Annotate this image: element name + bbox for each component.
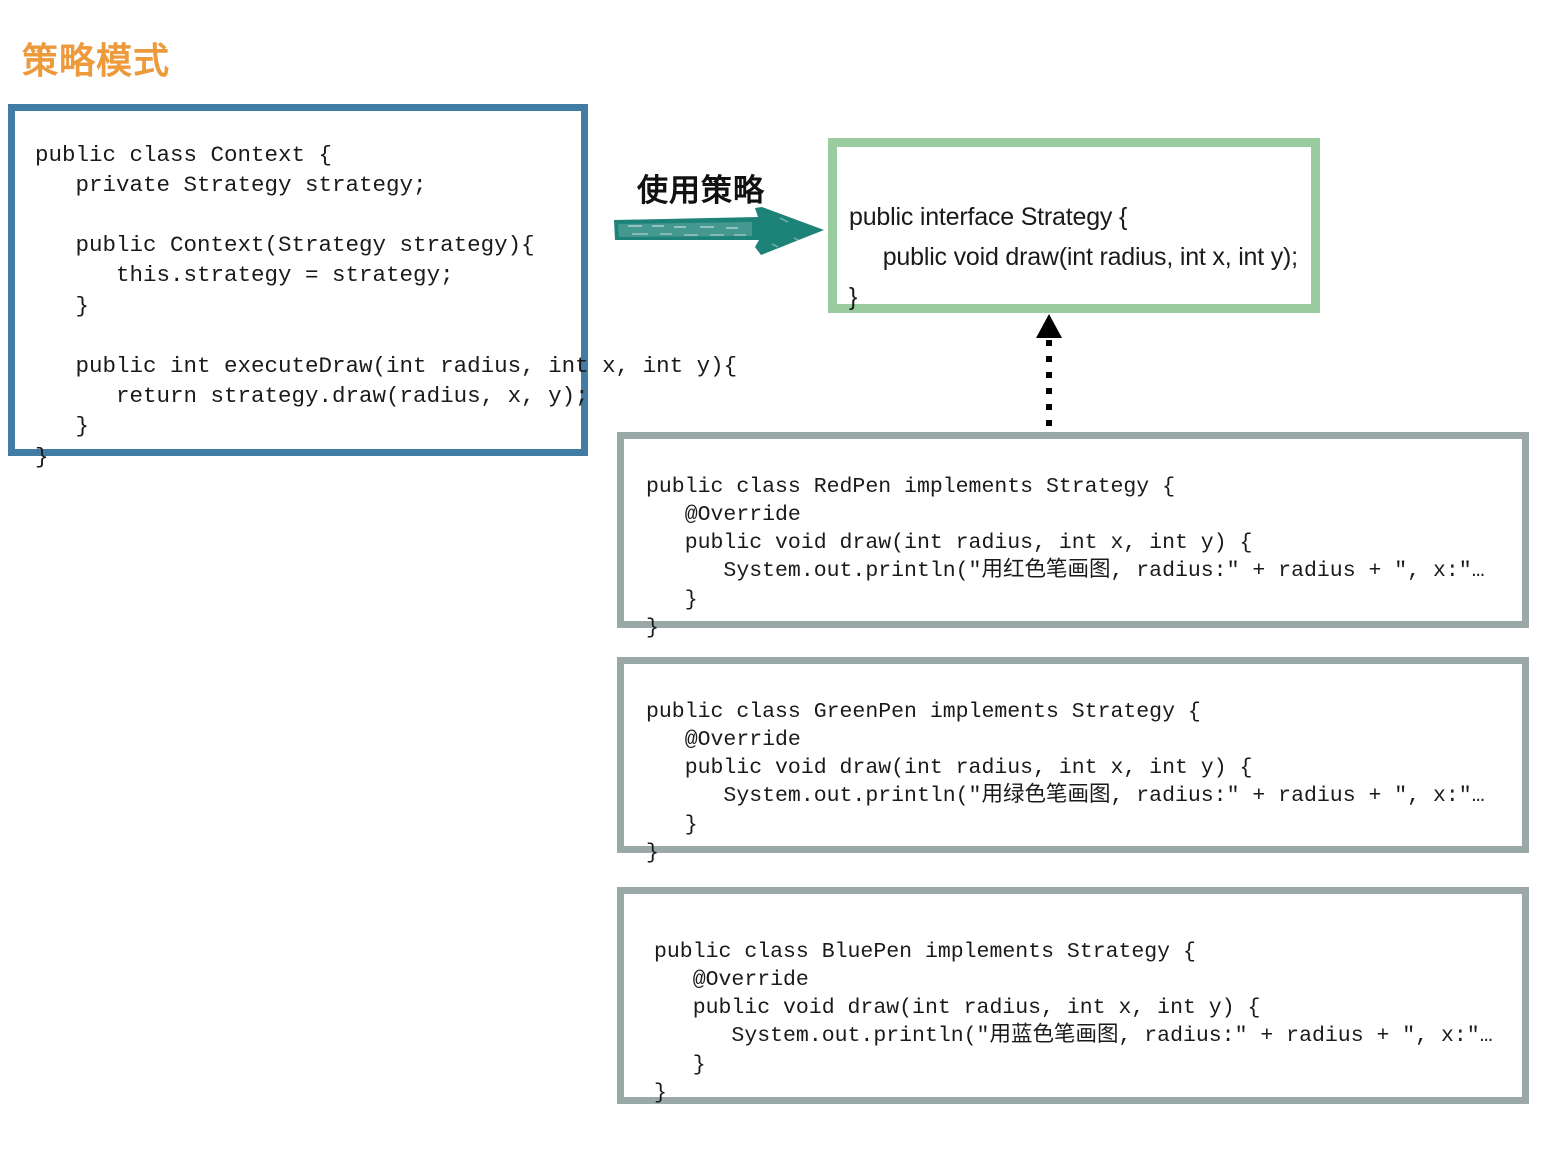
context-class-box: public class Context { private Strategy … (8, 104, 737, 470)
redpen-class-box: public class RedPen implements Strategy … (617, 432, 1529, 640)
strategy-interface-code: public interface Strategy { public void … (849, 203, 1298, 311)
greenpen-class-code: public class GreenPen implements Strateg… (646, 699, 1485, 865)
bluepen-class-box: public class BluePen implements Strategy… (617, 887, 1529, 1105)
context-class-code: public class Context { private Strategy … (35, 141, 738, 470)
redpen-class-code: public class RedPen implements Strategy … (646, 474, 1485, 640)
page-title: 策略模式 (22, 40, 171, 81)
use-strategy-arrow-icon (614, 207, 824, 255)
strategy-interface-box: public interface Strategy { public void … (828, 138, 1320, 313)
implements-dotted-arrow-icon (1036, 314, 1062, 438)
use-strategy-label: 使用策略 (637, 173, 765, 208)
bluepen-class-code: public class BluePen implements Strategy… (654, 939, 1493, 1105)
greenpen-class-box: public class GreenPen implements Strateg… (617, 657, 1529, 865)
